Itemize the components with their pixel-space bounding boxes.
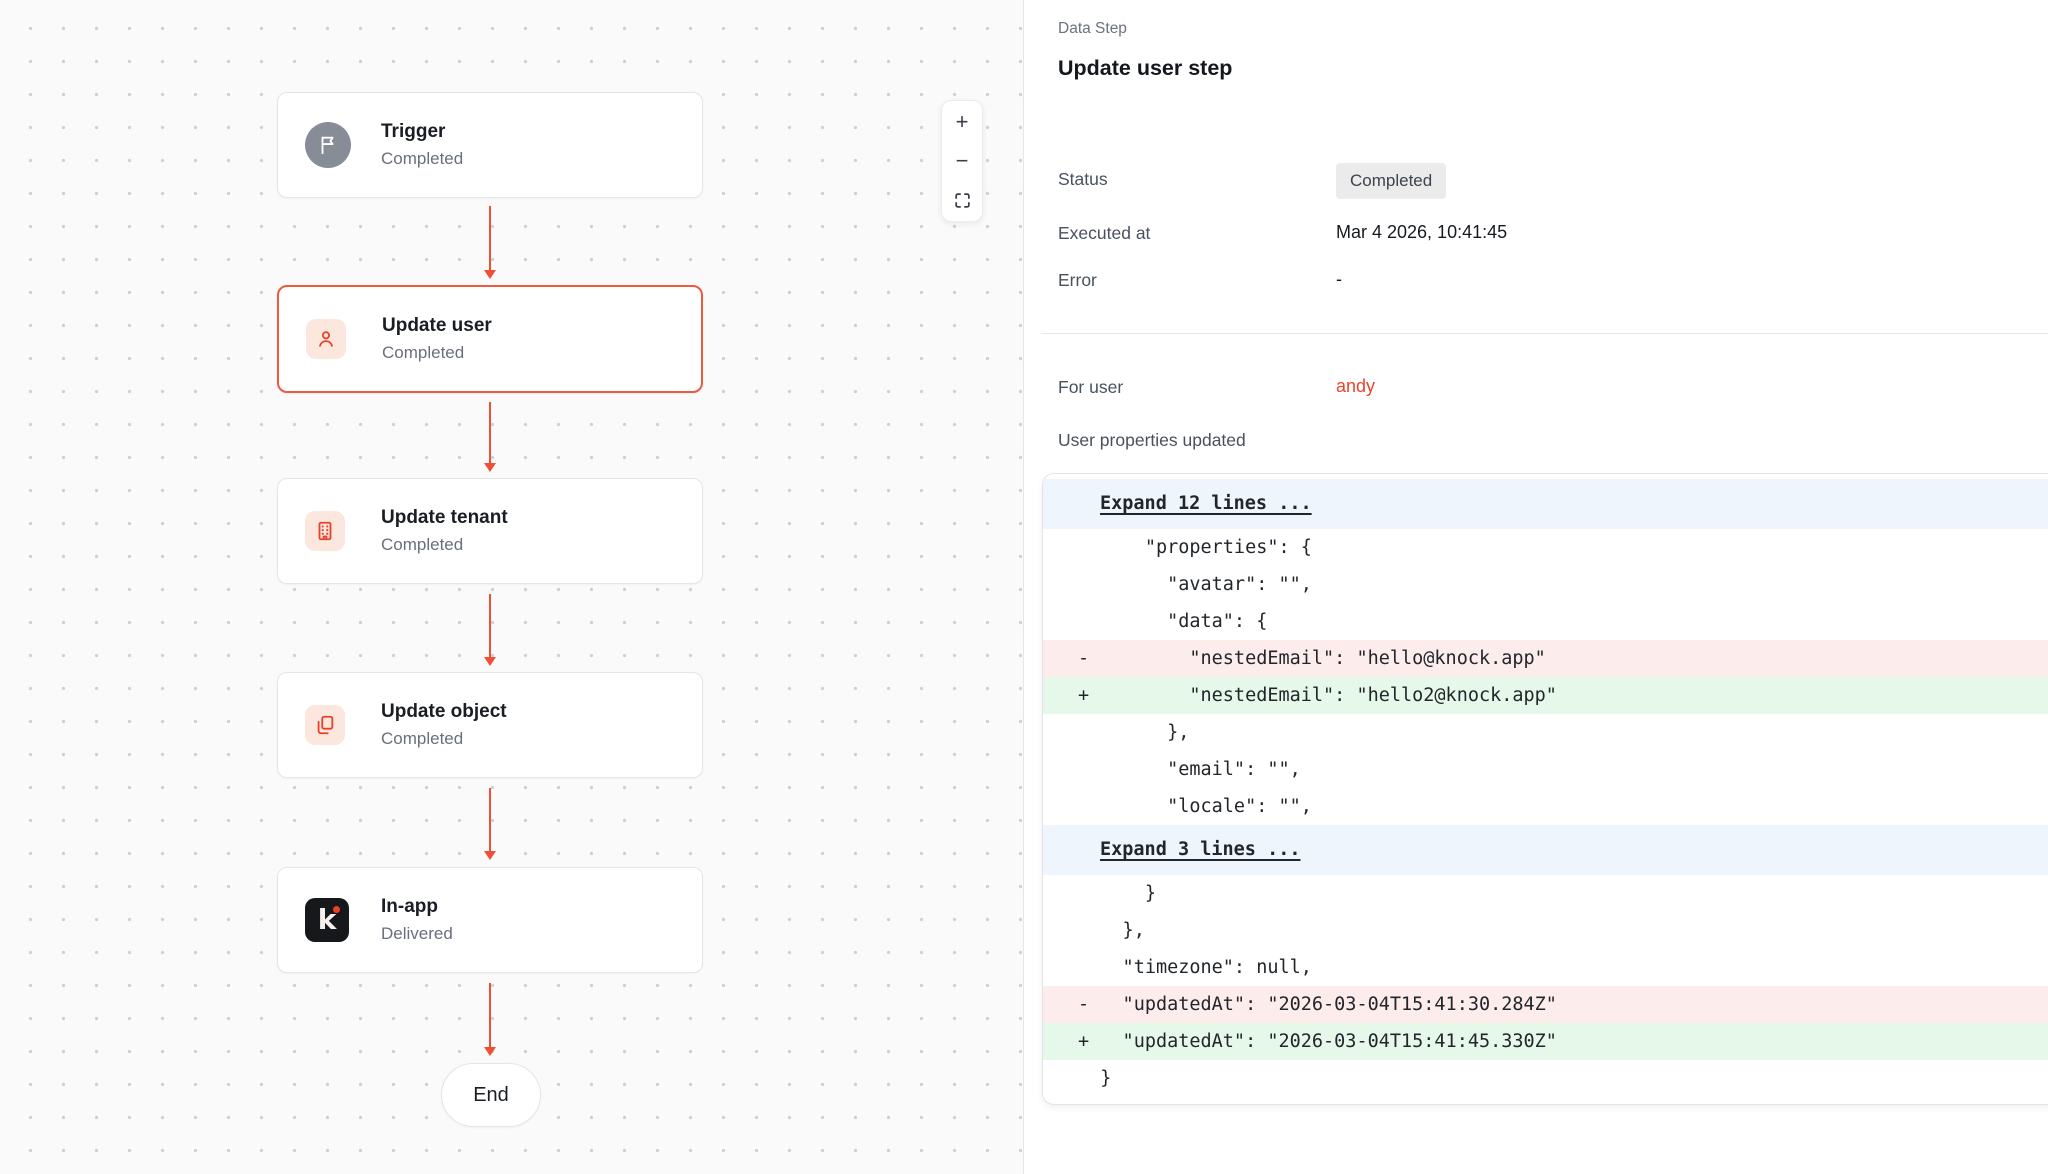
building-icon <box>305 511 345 551</box>
for-user-label: For user <box>1058 377 1124 397</box>
edge-line <box>489 206 491 270</box>
end-label: End <box>473 1083 509 1106</box>
diff-added-line: + "updatedAt": "2026-03-04T15:41:45.330Z… <box>1043 1023 2048 1060</box>
edge-arrowhead <box>484 851 496 860</box>
edge-line <box>489 402 491 463</box>
diff-section-label: User properties updated <box>1058 430 1246 450</box>
node-title: Update object <box>381 701 507 722</box>
node-update-object[interactable]: Update object Completed <box>277 672 703 778</box>
step-detail-panel: Data Step Update user step Status Comple… <box>1024 0 2048 1174</box>
diff-removed-line: - "nestedEmail": "hello@knock.app" <box>1043 640 2048 677</box>
diff-context-line: "properties": { <box>1078 537 1312 558</box>
diff-context-line: "timezone": null, <box>1078 957 1312 978</box>
fit-view-button[interactable] <box>949 187 975 213</box>
node-in-app[interactable]: k In-app Delivered <box>277 867 703 973</box>
zoom-in-button[interactable]: + <box>955 109 969 134</box>
edge-line <box>489 983 491 1047</box>
section-divider <box>1041 333 2048 334</box>
node-status: Completed <box>381 729 464 748</box>
edge-arrowhead <box>484 1047 496 1056</box>
fit-view-icon <box>954 192 970 208</box>
edge-arrowhead <box>484 270 496 279</box>
node-status: Completed <box>381 535 464 554</box>
properties-diff-viewer: Expand 12 lines ... "properties": { "ava… <box>1042 473 2048 1105</box>
node-status: Delivered <box>381 924 453 943</box>
executed-at-value: Mar 4 2026, 10:41:45 <box>1336 222 1508 242</box>
node-update-tenant[interactable]: Update tenant Completed <box>277 478 703 584</box>
expand-lines-button[interactable]: Expand 3 lines ... <box>1043 825 2048 875</box>
node-update-user[interactable]: Update user Completed <box>277 285 703 393</box>
error-value: - <box>1336 269 1342 289</box>
user-icon <box>306 319 346 359</box>
diff-context-line: "data": { <box>1078 611 1268 632</box>
diff-context-line: }, <box>1078 920 1145 941</box>
zoom-out-button[interactable]: − <box>955 148 969 173</box>
panel-eyebrow: Data Step <box>1058 20 1127 37</box>
executed-at-label: Executed at <box>1058 223 1151 243</box>
diff-context-line: "email": "", <box>1078 759 1301 780</box>
flag-icon <box>305 122 351 168</box>
workflow-canvas[interactable]: Trigger Completed Update user Completed <box>0 0 1024 1174</box>
copy-icon <box>305 705 345 745</box>
node-title: In-app <box>381 896 438 917</box>
status-badge: Completed <box>1336 163 1447 199</box>
diff-context-line: }, <box>1078 722 1190 743</box>
edge-line <box>489 594 491 657</box>
page-title: Update user step <box>1058 56 1233 80</box>
diff-removed-line: - "updatedAt": "2026-03-04T15:41:30.284Z… <box>1043 986 2048 1023</box>
for-user-link[interactable]: andy <box>1336 376 1376 396</box>
zoom-controls[interactable]: + − <box>941 100 983 222</box>
status-label: Status <box>1058 169 1108 189</box>
diff-context-line: "locale": "", <box>1078 796 1312 817</box>
edge-arrowhead <box>484 657 496 666</box>
node-end: End <box>441 1063 541 1127</box>
edge-arrowhead <box>484 463 496 472</box>
diff-context-line: } <box>1078 1068 1112 1089</box>
diff-added-line: + "nestedEmail": "hello2@knock.app" <box>1043 677 2048 714</box>
knock-icon: k <box>305 898 349 942</box>
expand-lines-button[interactable]: Expand 12 lines ... <box>1043 479 2048 529</box>
error-label: Error <box>1058 270 1097 290</box>
edge-line <box>489 788 491 851</box>
diff-context-line: "avatar": "", <box>1078 574 1312 595</box>
node-status: Completed <box>381 149 464 168</box>
node-status: Completed <box>382 343 465 362</box>
node-title: Update user <box>382 315 492 336</box>
node-title: Trigger <box>381 121 446 142</box>
diff-context-line: } <box>1078 883 1156 904</box>
node-title: Update tenant <box>381 507 508 528</box>
node-trigger[interactable]: Trigger Completed <box>277 92 703 198</box>
